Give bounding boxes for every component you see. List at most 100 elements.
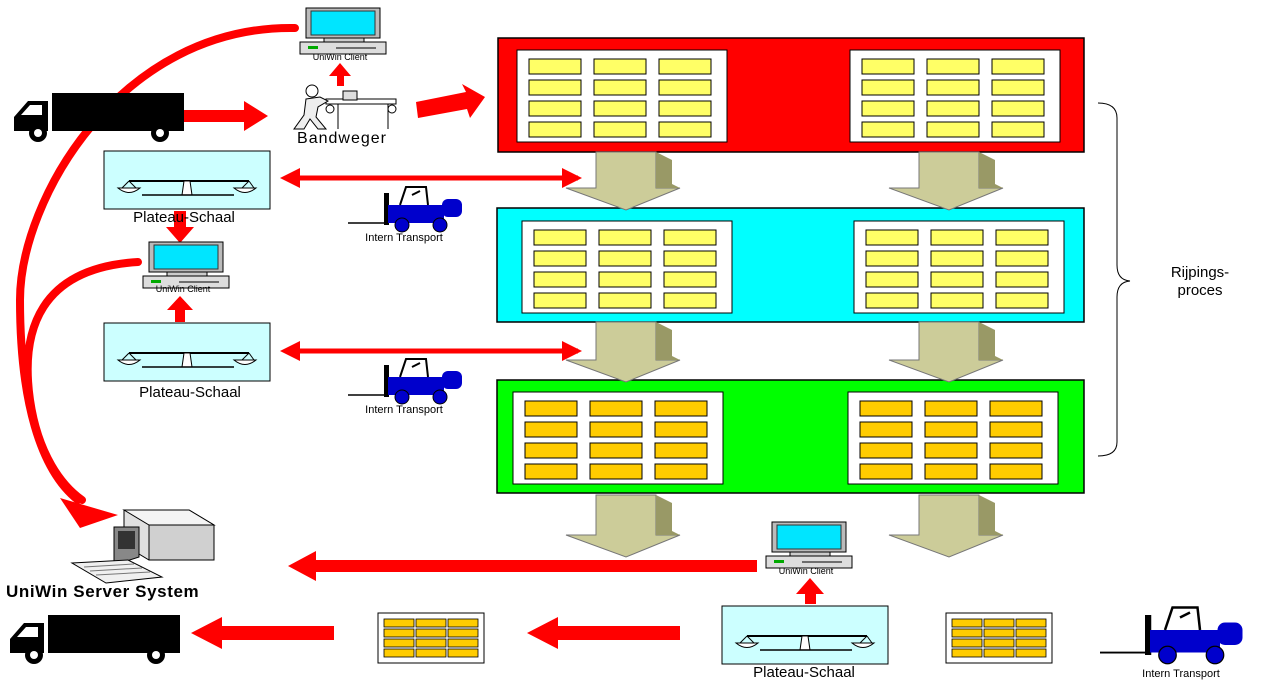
crate: [593, 100, 647, 117]
pallet-icon: [945, 612, 1053, 664]
crate: [589, 400, 643, 417]
crate: [930, 229, 984, 246]
arrow-client-to-server: [288, 551, 757, 581]
crate: [593, 79, 647, 96]
monitor-icon: [299, 7, 387, 55]
crate: [859, 421, 913, 438]
crate: [593, 121, 647, 138]
crate: [533, 250, 587, 267]
arrow-scale-to-client-3: [796, 578, 824, 604]
crate: [524, 442, 578, 459]
crate: [995, 229, 1049, 246]
transfer-chute: [888, 321, 1004, 383]
ripening-process-brace: [1097, 102, 1131, 457]
crate: [995, 271, 1049, 288]
label-uniwin-client-1: UniWin Client: [312, 52, 368, 62]
crate: [859, 463, 913, 480]
crate: [926, 58, 980, 75]
crate: [865, 271, 919, 288]
crate: [658, 79, 712, 96]
crate: [859, 400, 913, 417]
crate: [598, 292, 652, 309]
forklift-icon: [348, 358, 462, 405]
label-uniwin-client-2: UniWin Client: [155, 284, 211, 294]
crate: [589, 421, 643, 438]
transfer-chute: [888, 151, 1004, 211]
crate: [658, 121, 712, 138]
crate: [865, 292, 919, 309]
crate-grid: [521, 220, 733, 314]
transport-arrows: [280, 168, 582, 361]
crate: [865, 250, 919, 267]
crate-grid: [512, 391, 724, 485]
crate: [989, 400, 1043, 417]
crate-grid: [849, 49, 1061, 143]
crate: [663, 292, 717, 309]
transfer-chute: [565, 151, 681, 211]
arrow-outbound-2: [527, 617, 680, 649]
arrow-outbound-1: [191, 617, 334, 649]
transfer-chute: [565, 321, 681, 383]
scale-icon: [721, 605, 889, 665]
crate: [598, 229, 652, 246]
crate: [533, 229, 587, 246]
crate: [861, 58, 915, 75]
crate: [924, 421, 978, 438]
worker-icon: [293, 84, 397, 130]
label-intern-transport-3: Intern Transport: [1142, 668, 1220, 680]
crate-grid: [516, 49, 728, 143]
crate: [989, 421, 1043, 438]
label-rijpingsproces: Rijpings- proces: [1140, 264, 1260, 300]
crate: [658, 58, 712, 75]
crate: [930, 271, 984, 288]
crate: [524, 463, 578, 480]
crate: [528, 100, 582, 117]
transfer-chute: [565, 494, 681, 558]
label-plateau-schaal-3: Plateau-Schaal: [753, 664, 855, 681]
crate: [598, 271, 652, 288]
forklift-icon: [348, 186, 462, 233]
crate: [598, 250, 652, 267]
crate: [861, 100, 915, 117]
label-intern-transport-2: Intern Transport: [365, 404, 443, 416]
crate: [991, 100, 1045, 117]
crate: [663, 250, 717, 267]
arrow-weigher-to-room: [416, 84, 485, 118]
crate: [861, 79, 915, 96]
arrow-scale-to-client-up: [167, 296, 193, 322]
label-bandweger: Bandweger: [297, 130, 387, 147]
server-icon: [70, 509, 216, 584]
label-uniwin-client-3: UniWin Client: [778, 566, 834, 576]
crate: [528, 121, 582, 138]
crate: [654, 400, 708, 417]
crate: [926, 121, 980, 138]
crate: [924, 400, 978, 417]
label-rijpingsproces-line-1: Rijpings-: [1170, 264, 1230, 281]
crate: [991, 79, 1045, 96]
crate: [663, 271, 717, 288]
label-rijpingsproces-line-2: proces: [1177, 282, 1223, 299]
pallet-icon: [377, 612, 485, 664]
crate: [989, 463, 1043, 480]
crate: [995, 250, 1049, 267]
crate: [524, 421, 578, 438]
crate: [654, 442, 708, 459]
crate: [528, 58, 582, 75]
truck-icon: [14, 93, 184, 142]
crate: [654, 421, 708, 438]
crate: [658, 100, 712, 117]
crate: [930, 292, 984, 309]
arrow-truck-to-weigher: [184, 101, 268, 131]
crate: [654, 463, 708, 480]
monitor-icon: [142, 241, 230, 289]
label-plateau-schaal-2: Plateau-Schaal: [139, 384, 241, 401]
crate: [861, 121, 915, 138]
transfer-chute: [888, 494, 1004, 558]
arrow-scale-to-client-2: [166, 211, 194, 243]
scale-icon: [103, 322, 271, 382]
data-link-client-2: [23, 258, 142, 504]
crate: [995, 292, 1049, 309]
crate-grid: [853, 220, 1065, 314]
crate-grid: [847, 391, 1059, 485]
